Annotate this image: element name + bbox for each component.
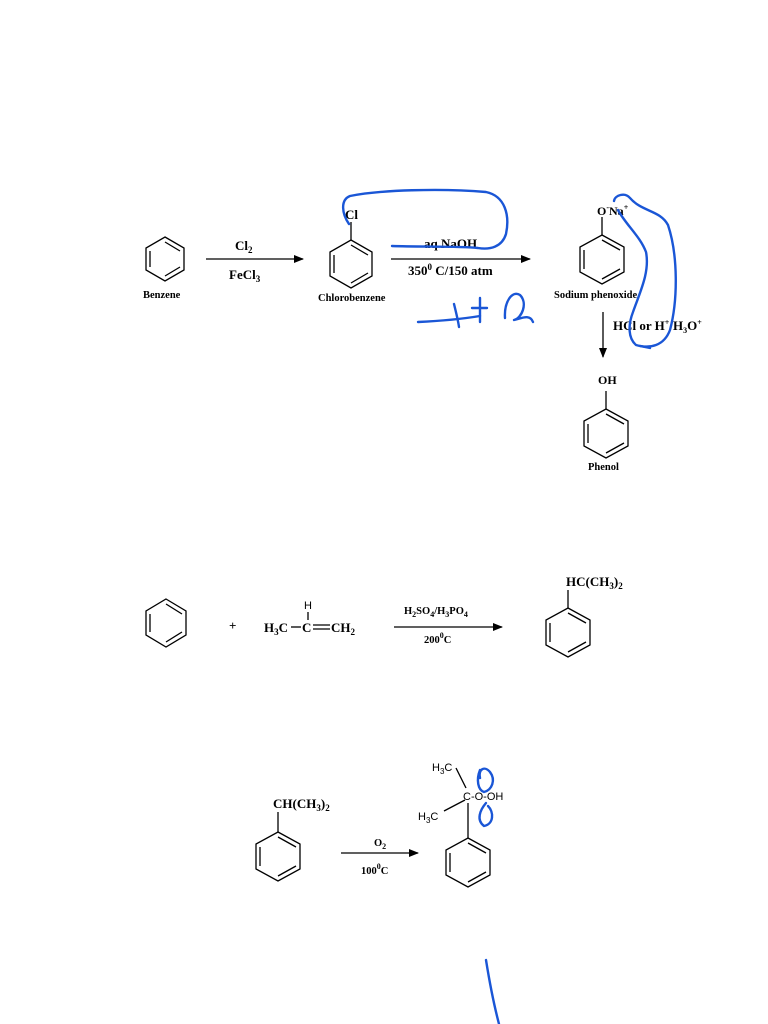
chlorobenzene-cl: Cl (345, 207, 358, 222)
ink-plus-mark (470, 296, 489, 324)
benzene-ring-cumene (545, 590, 591, 658)
temperature-200: 2000C (424, 631, 451, 646)
catalyst: H2SO4/H3PO4 (404, 606, 468, 619)
ink-peroxide-mark (476, 767, 495, 828)
hydroperoxide-c-o-oh: C-O-OH (463, 791, 503, 803)
chlorobenzene-label: Chlorobenzene (318, 293, 386, 304)
phenol-oh: OH (598, 373, 617, 387)
hydroperoxide-h3c-top: H3C (432, 762, 452, 776)
propene-h: H (304, 600, 312, 612)
benzene-ring-hydroperoxide (445, 837, 491, 888)
temperature-100: 1000C (361, 862, 388, 877)
benzene-ring-cumene-reactant (255, 812, 301, 882)
hydroperoxide-bond-bottom (443, 799, 466, 812)
hydroperoxide-h3c-bottom: H3C (418, 811, 438, 825)
reagent-fecl3: FeCl3 (229, 267, 261, 284)
cumene-reactant-substituent: CH(CH3)2 (273, 796, 330, 813)
reagent-cl2: Cl2 (235, 238, 253, 255)
ink-cursive-mark (503, 292, 535, 324)
benzene-ring-chlorobenzene (329, 222, 373, 289)
propene-h3c: H3C (264, 620, 288, 637)
benzene-label: Benzene (143, 290, 181, 301)
phenoxide-label: Sodium phenoxide (554, 290, 637, 301)
ink-loop-around-na (612, 193, 677, 348)
benzene-ring-2 (145, 598, 187, 648)
ink-loop-around-cl (341, 188, 509, 250)
propene-ch2: CH2 (331, 620, 356, 637)
ink-tick-mark (638, 344, 652, 350)
reagent-conditions: 3500 C/150 atm (408, 262, 493, 278)
phenoxide-ona: O-Na+ (597, 203, 629, 218)
benzene-ring-phenol (583, 391, 629, 459)
cumene-substituent: HC(CH3)2 (566, 574, 623, 591)
hydroperoxide-bond-top (455, 767, 467, 789)
ink-long-stroke (484, 958, 501, 1024)
reagent-o2: O2 (374, 838, 386, 851)
ink-vertical-stroke (452, 302, 461, 329)
ink-underscore-mark (416, 314, 482, 324)
benzene-ring-phenoxide (579, 217, 625, 285)
plus-sign: + (229, 618, 236, 633)
reagent-aq-naoh: aq NaOH (424, 236, 477, 251)
phenol-label: Phenol (588, 462, 619, 473)
reagent-acid: HCl or H+/H3O+ (613, 318, 702, 335)
benzene-ring-1 (145, 236, 185, 282)
propene-c: C (302, 620, 311, 635)
